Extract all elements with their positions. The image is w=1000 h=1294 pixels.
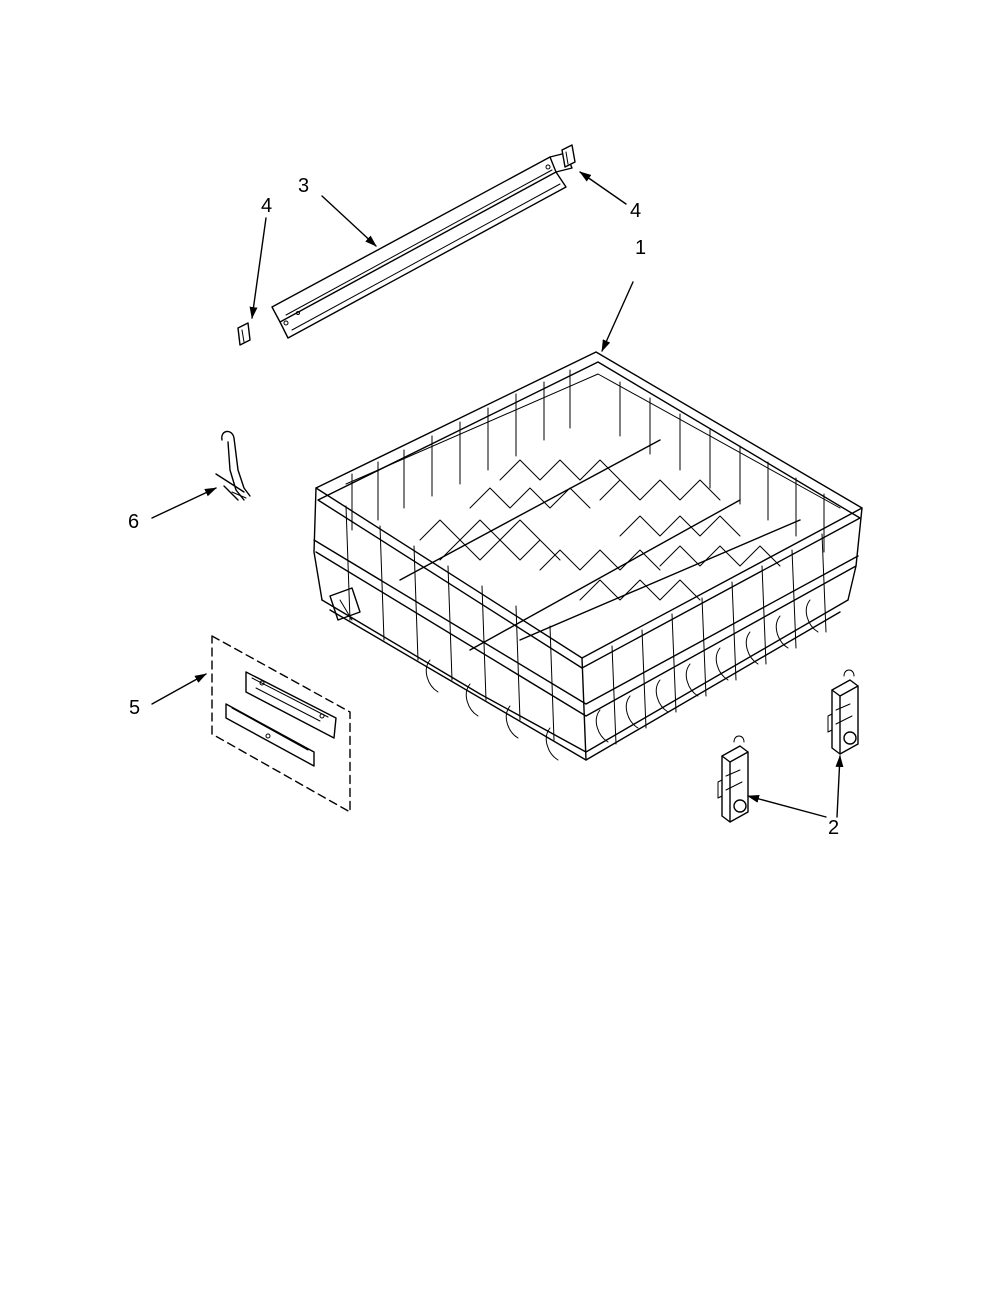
callout-4-right: 4: [630, 200, 641, 222]
callout-2: 2: [828, 817, 839, 839]
leader-3: [321, 195, 377, 247]
rail-track-part: [271, 152, 573, 339]
dish-rack-part: [313, 351, 863, 761]
leader-4-right: [579, 171, 627, 205]
leader-5: [151, 673, 207, 705]
kit-box-part: [211, 635, 351, 813]
leader-2a: [747, 794, 827, 818]
leader-4-left: [249, 217, 267, 319]
leader-2b: [835, 755, 844, 818]
leader-lines: [151, 171, 844, 818]
end-cap-left-part: [237, 322, 251, 346]
leader-1: [601, 281, 634, 352]
callout-1: 1: [635, 237, 646, 259]
callout-4-left: 4: [261, 195, 272, 217]
leader-6: [151, 487, 217, 519]
callout-6: 6: [128, 511, 139, 533]
end-cap-right-part: [561, 144, 576, 168]
callout-5: 5: [129, 697, 140, 719]
adjuster-left-part: [717, 735, 749, 823]
wire-clip-part: [215, 430, 251, 501]
callout-3: 3: [298, 175, 309, 197]
adjuster-right-part: [827, 669, 859, 755]
